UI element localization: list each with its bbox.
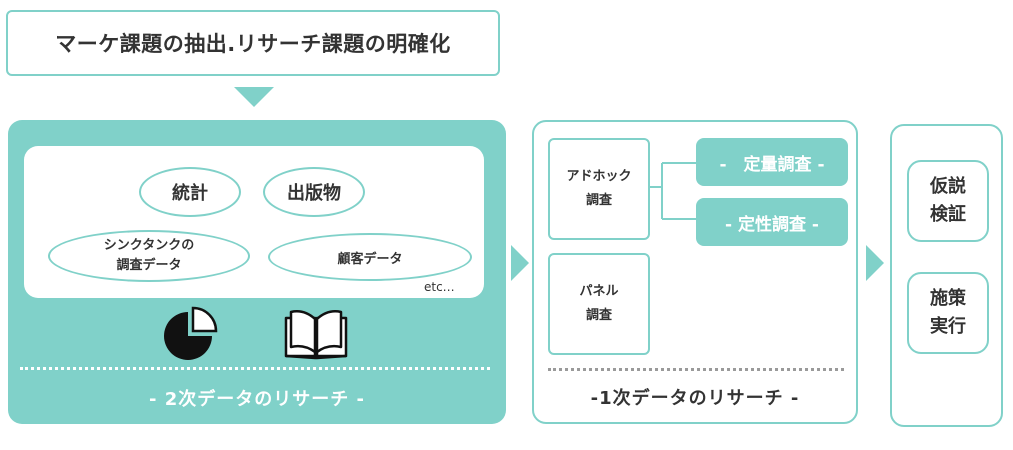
- secondary-divider: [20, 367, 490, 370]
- panel-label-line2: 調査: [585, 308, 612, 323]
- panel-research-card: パネル 調査: [548, 253, 650, 355]
- hypothesis-verification-box: 仮説 検証: [907, 160, 989, 242]
- quantitative-research-pill: - 定量調査 -: [696, 138, 848, 186]
- publications-pill: 出版物: [263, 167, 365, 217]
- adhoc-label-line2: 調査: [585, 193, 612, 208]
- statistics-pill: 統計: [139, 167, 241, 217]
- header-title: マーケ課題の抽出.リサーチ課題の明確化: [55, 32, 451, 56]
- panel-label-line1: パネル: [579, 284, 619, 299]
- think-tank-pill: シンクタンクの 調査データ: [48, 230, 250, 282]
- customer-data-pill: 顧客データ: [268, 233, 472, 281]
- think-tank-label-line1: シンクタンクの: [103, 238, 195, 253]
- adhoc-research-card: アドホック 調査: [548, 138, 650, 240]
- header-box: マーケ課題の抽出.リサーチ課題の明確化: [6, 10, 500, 76]
- adhoc-label-line1: アドホック: [566, 169, 632, 184]
- pie-chart-icon: [164, 306, 218, 360]
- primary-research-label: -1次データのリサーチ -: [590, 388, 800, 409]
- qualitative-label: - 定性調査 -: [725, 214, 819, 235]
- execution-label-line1: 施策: [930, 288, 966, 309]
- right-arrow-icon: [866, 245, 884, 281]
- statistics-label: 統計: [172, 183, 208, 204]
- primary-divider: [548, 368, 844, 371]
- think-tank-label-line2: 調査データ: [116, 258, 182, 273]
- open-book-icon: [284, 310, 348, 360]
- branch-connector: [650, 162, 698, 220]
- down-arrow-icon: [234, 87, 274, 107]
- qualitative-research-pill: - 定性調査 -: [696, 198, 848, 246]
- etc-label: etc…: [424, 280, 455, 294]
- hypothesis-label-line2: 検証: [930, 204, 966, 225]
- right-arrow-icon: [511, 245, 529, 281]
- secondary-research-label: - 2次データのリサーチ -: [149, 389, 365, 410]
- measure-execution-box: 施策 実行: [907, 272, 989, 354]
- customer-data-label: 顧客データ: [337, 251, 403, 267]
- quantitative-label: - 定量調査 -: [719, 154, 825, 175]
- publications-label: 出版物: [287, 183, 341, 204]
- hypothesis-label-line1: 仮説: [930, 176, 966, 197]
- execution-label-line2: 実行: [930, 316, 966, 337]
